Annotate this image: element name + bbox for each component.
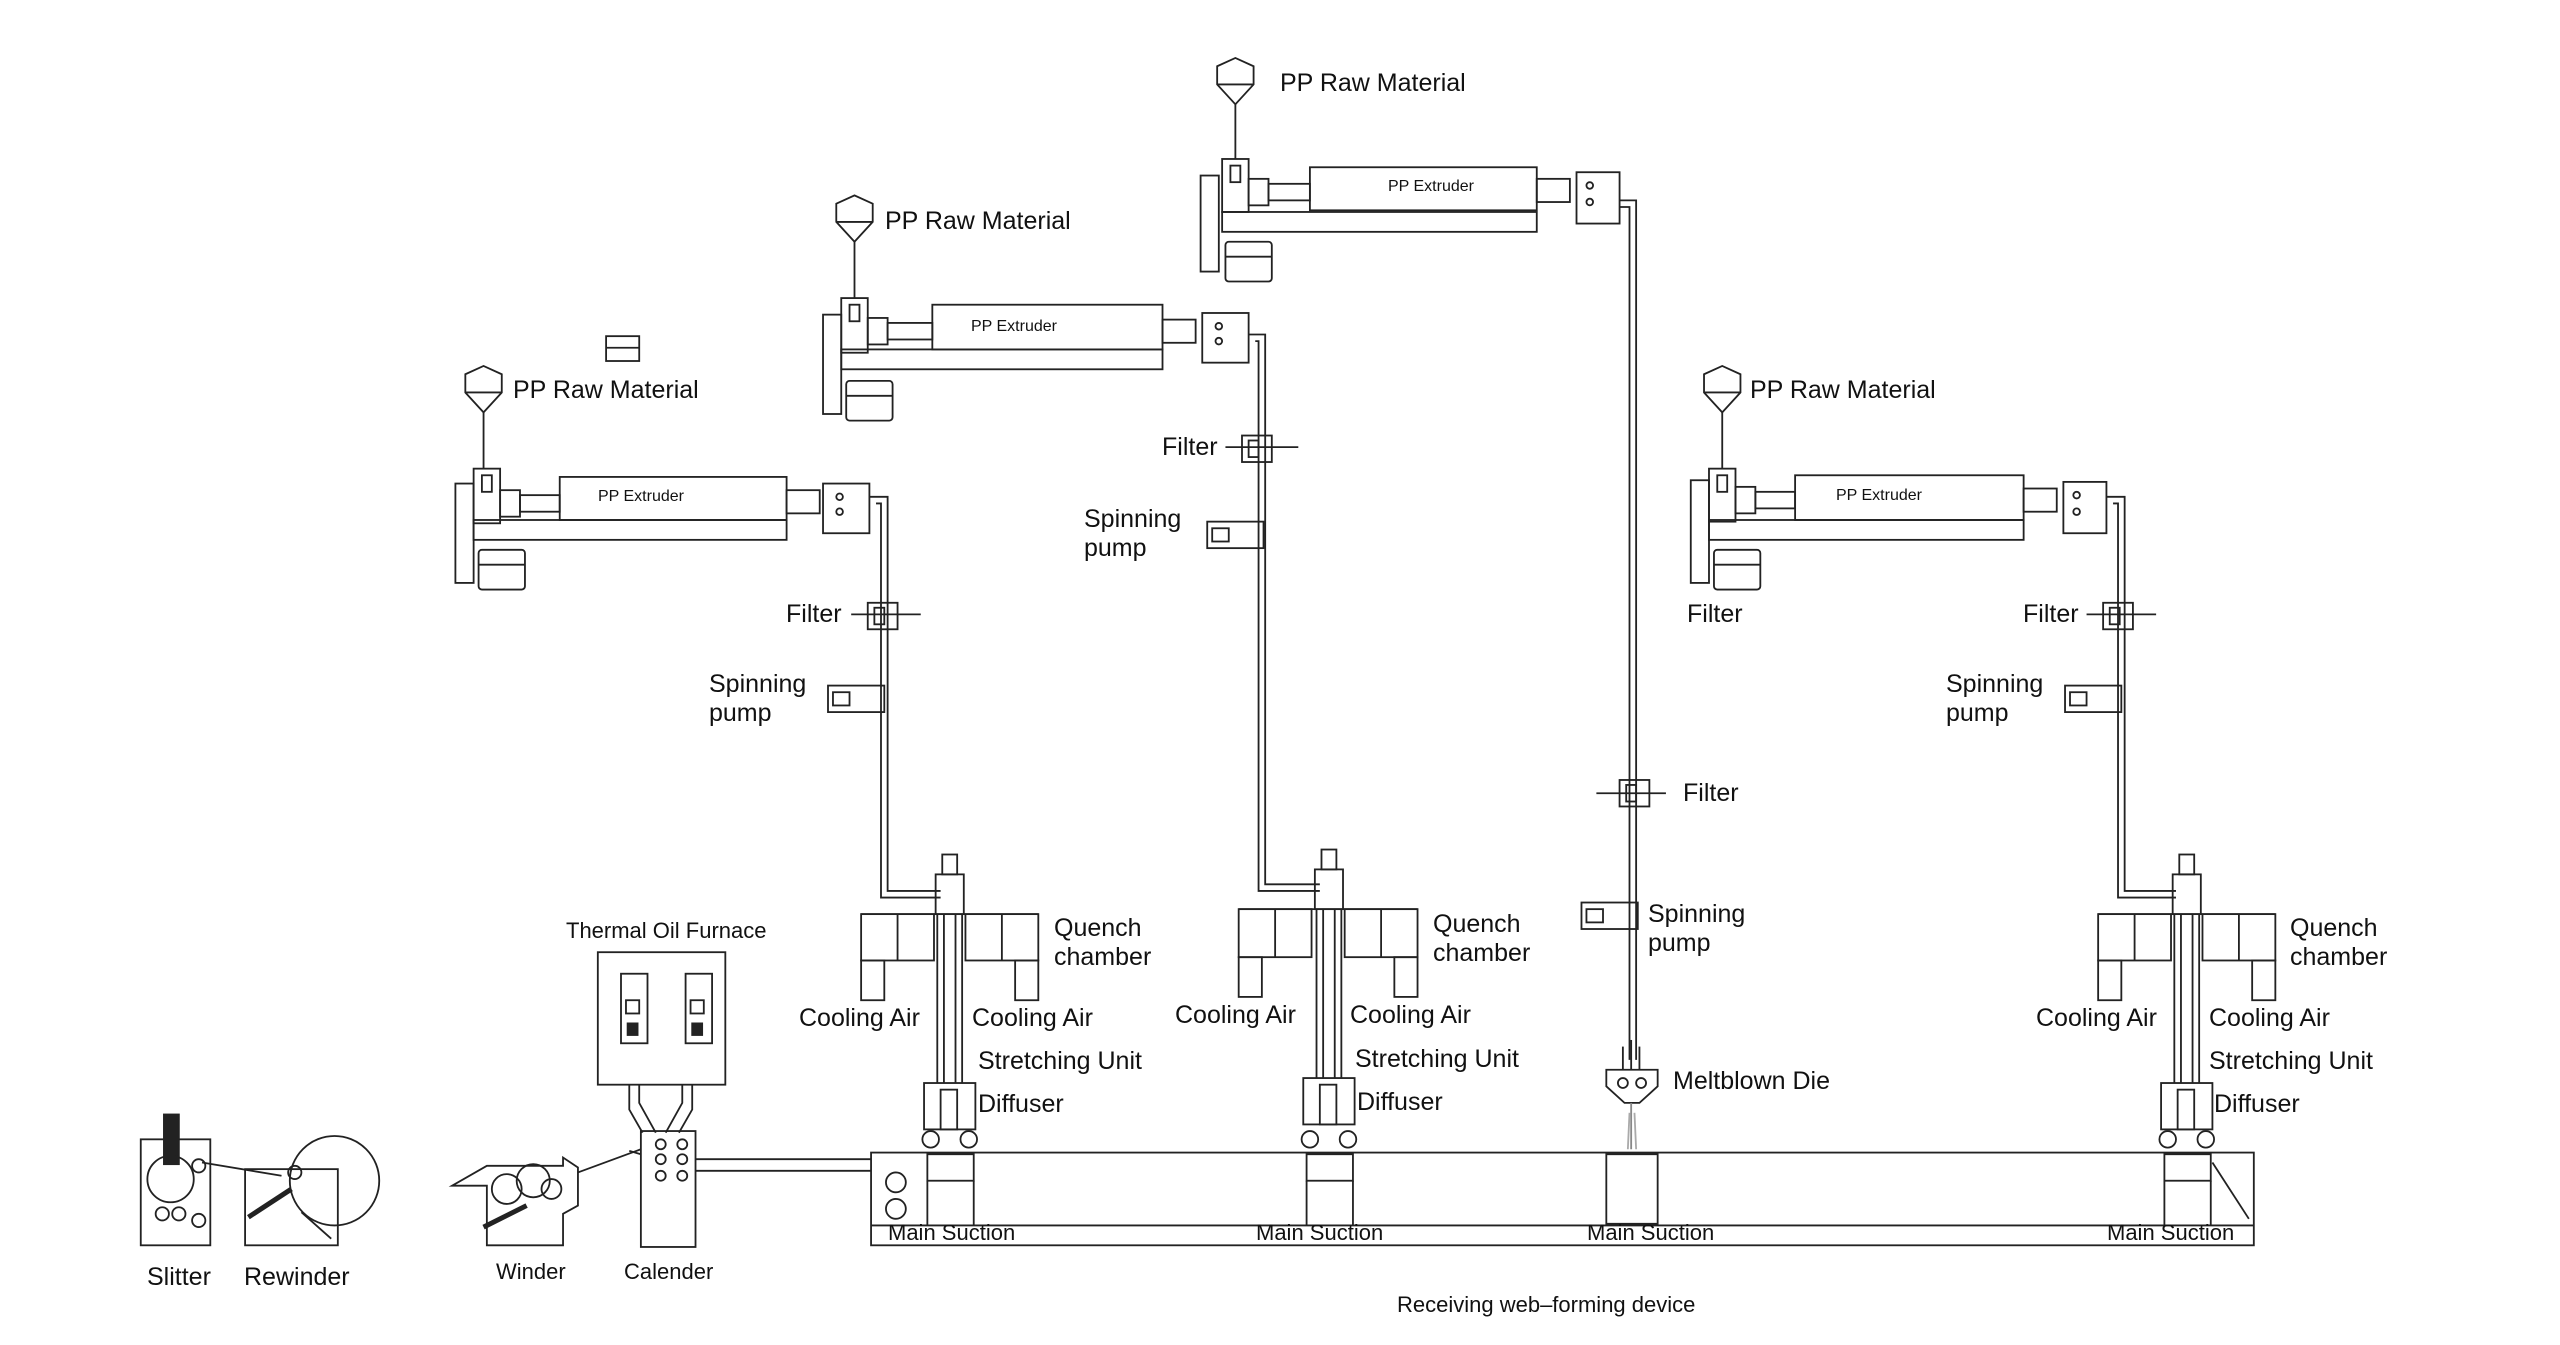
slitter-label: Slitter xyxy=(147,1263,211,1291)
line-4-extruder-label: PP Extruder xyxy=(1836,487,1922,504)
meltblown-pump xyxy=(1580,901,1639,930)
line-4-cooling-right-label: Cooling Air xyxy=(2209,1004,2330,1032)
line-2-diffuser-label: Diffuser xyxy=(1357,1088,1443,1116)
line-2-raw-material-label: PP Raw Material xyxy=(885,207,1071,235)
winder xyxy=(448,1155,579,1247)
line-1-extruder xyxy=(454,467,871,591)
line-2-extruder xyxy=(822,297,1250,422)
line-1-cooling-right-label: Cooling Air xyxy=(972,1004,1093,1032)
web-forming-frame xyxy=(695,1151,2255,1247)
line-2-pump xyxy=(1206,520,1265,550)
meltblown-hopper xyxy=(1216,56,1255,159)
meltblown-raw-material-label: PP Raw Material xyxy=(1280,69,1466,97)
window-icon xyxy=(605,335,641,362)
furnace-label: Thermal Oil Furnace xyxy=(566,918,767,943)
line-4-pump-label: Spinning pump xyxy=(1946,670,2044,727)
line-1-spin-assembly xyxy=(860,853,1040,1226)
line-1-melt-pipe xyxy=(869,495,941,899)
line-4-raw-material-label: PP Raw Material xyxy=(1750,376,1936,404)
line-2-melt-pipe xyxy=(1248,333,1320,892)
calender xyxy=(577,1130,697,1248)
line-1-extruder-label: PP Extruder xyxy=(598,488,684,505)
line-4-pump xyxy=(2064,684,2123,713)
line-2-spin-assembly xyxy=(1237,848,1419,1226)
meltblown-extruder xyxy=(1199,158,1621,283)
line-4-quench-label: Quench chamber xyxy=(2290,914,2388,971)
line-2-filter-label: Filter xyxy=(1162,433,1218,461)
meltblown-melt-pipe xyxy=(1619,199,1638,1060)
meltblown-filter xyxy=(1596,779,1666,808)
line-1-stretching-label: Stretching Unit xyxy=(978,1047,1142,1075)
line-2-cooling-left-label: Cooling Air xyxy=(1175,1001,1296,1029)
line-1-pump-label: Spinning pump xyxy=(709,670,807,727)
line-1-pump xyxy=(827,684,886,713)
line-1-filter-label: Filter xyxy=(786,600,842,628)
line-1-quench-label: Quench chamber xyxy=(1054,914,1152,971)
line-1-filter xyxy=(851,601,921,631)
line-1-hopper xyxy=(464,364,503,469)
line-2-filter xyxy=(1225,434,1299,463)
line-1-cooling-left-label: Cooling Air xyxy=(799,1004,920,1032)
line-4-spin-assembly xyxy=(2097,853,2277,1226)
line-4-melt-pipe xyxy=(2106,495,2176,899)
line-2-hopper xyxy=(835,194,874,299)
line-4-extruder xyxy=(1689,467,2108,591)
line-4-filter-label: Filter xyxy=(2023,600,2079,628)
slitter xyxy=(139,1113,282,1247)
line-2-stretching-label: Stretching Unit xyxy=(1355,1045,1519,1073)
line-2-suction-label: Main Suction xyxy=(1256,1220,1384,1245)
line-2-pump-label: Spinning pump xyxy=(1084,505,1182,562)
line-4-filter xyxy=(2086,601,2157,631)
diagram-title: Receiving web–forming device xyxy=(1397,1292,1696,1317)
line-4-suction-label: Main Suction xyxy=(2107,1220,2235,1245)
line-1-suction-label: Main Suction xyxy=(888,1220,1016,1245)
meltblown-filter-label: Filter xyxy=(1683,779,1739,807)
rewinder-label: Rewinder xyxy=(244,1263,350,1291)
line-2-cooling-right-label: Cooling Air xyxy=(1350,1001,1471,1029)
line-4-stretching-label: Stretching Unit xyxy=(2209,1047,2373,1075)
line-4-cooling-left-label: Cooling Air xyxy=(2036,1004,2157,1032)
line-1-diffuser-label: Diffuser xyxy=(978,1090,1064,1118)
meltblown-suction-label: Main Suction xyxy=(1587,1220,1715,1245)
meltblown-die-label: Meltblown Die xyxy=(1673,1067,1831,1095)
meltblown-extruder-label: PP Extruder xyxy=(1388,178,1474,195)
winder-label: Winder xyxy=(496,1259,566,1284)
line-2-quench-label: Quench chamber xyxy=(1433,910,1531,967)
meltblown-die xyxy=(1605,1039,1659,1225)
line-4-diffuser-label: Diffuser xyxy=(2214,1090,2300,1118)
line-1-raw-material-label: PP Raw Material xyxy=(513,376,699,404)
calender-label: Calender xyxy=(624,1259,714,1284)
thermal-oil-furnace xyxy=(596,951,727,1134)
rewinder xyxy=(244,1135,381,1247)
line-2-extruder-label: PP Extruder xyxy=(971,318,1057,335)
line-4-hopper xyxy=(1703,364,1742,469)
line-4-filter-top-label: Filter xyxy=(1687,600,1743,628)
meltblown-pump-label: Spinning pump xyxy=(1648,900,1746,957)
